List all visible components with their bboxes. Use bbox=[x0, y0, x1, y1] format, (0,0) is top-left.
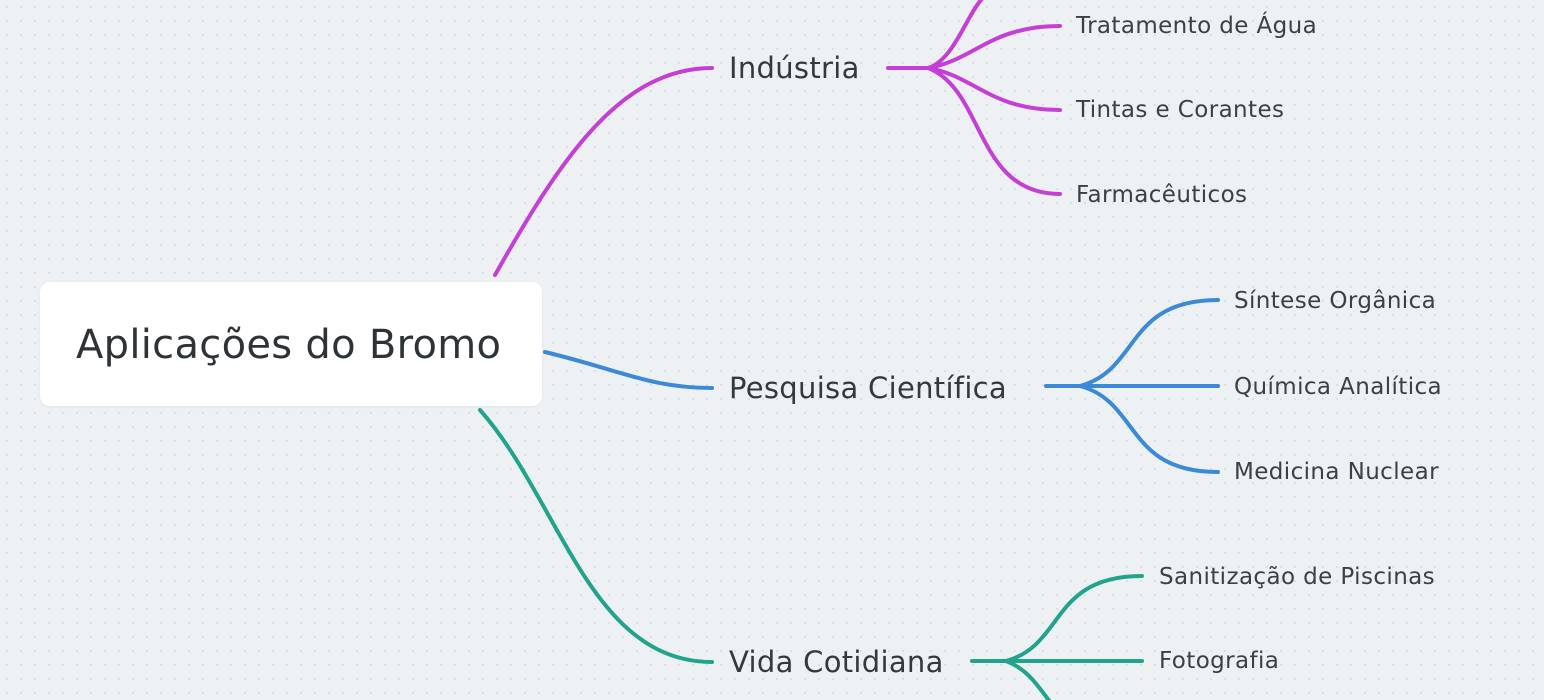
leaf-fotografia[interactable]: Fotografia bbox=[1159, 648, 1280, 674]
root-node[interactable] bbox=[40, 282, 542, 406]
leaf-sintese-organica[interactable]: Síntese Orgânica bbox=[1234, 288, 1437, 314]
leaf-tintas-e-corantes[interactable]: Tintas e Corantes bbox=[1076, 97, 1285, 123]
leaf-connector-tintas bbox=[926, 66, 1062, 112]
leaf-connector-tratamento bbox=[926, 24, 1062, 70]
leaf-connector-sanitizacao bbox=[1004, 574, 1144, 663]
root-connector-vida bbox=[478, 408, 714, 664]
leaf-medicina-nuclear[interactable]: Medicina Nuclear bbox=[1234, 459, 1439, 485]
leaf-quimica-analitica[interactable]: Química Analítica bbox=[1234, 374, 1443, 400]
leaf-connector-hidden-top bbox=[926, 0, 984, 70]
leaf-connector-hidden-bottom bbox=[1004, 659, 1052, 700]
branch-industria[interactable]: Indústria bbox=[729, 51, 860, 85]
root-connector-pesquisa bbox=[543, 350, 714, 390]
leaf-sanitizacao-de-piscinas[interactable]: Sanitização de Piscinas bbox=[1159, 564, 1436, 590]
leaf-tratamento-de-agua[interactable]: Tratamento de Água bbox=[1076, 13, 1318, 39]
root-node-label: Aplicações do Bromo bbox=[76, 322, 502, 368]
branch-vida-cotidiana[interactable]: Vida Cotidiana bbox=[729, 645, 944, 679]
leaf-connector-farmaceuticos bbox=[926, 66, 1062, 196]
leaf-connector-sintese bbox=[1078, 298, 1220, 388]
root-connector-industria bbox=[493, 66, 714, 277]
leaf-farmaceuticos[interactable]: Farmacêuticos bbox=[1076, 182, 1248, 208]
branch-pesquisa-cientifica[interactable]: Pesquisa Científica bbox=[729, 371, 1007, 405]
leaf-connector-medicina bbox=[1078, 384, 1220, 474]
